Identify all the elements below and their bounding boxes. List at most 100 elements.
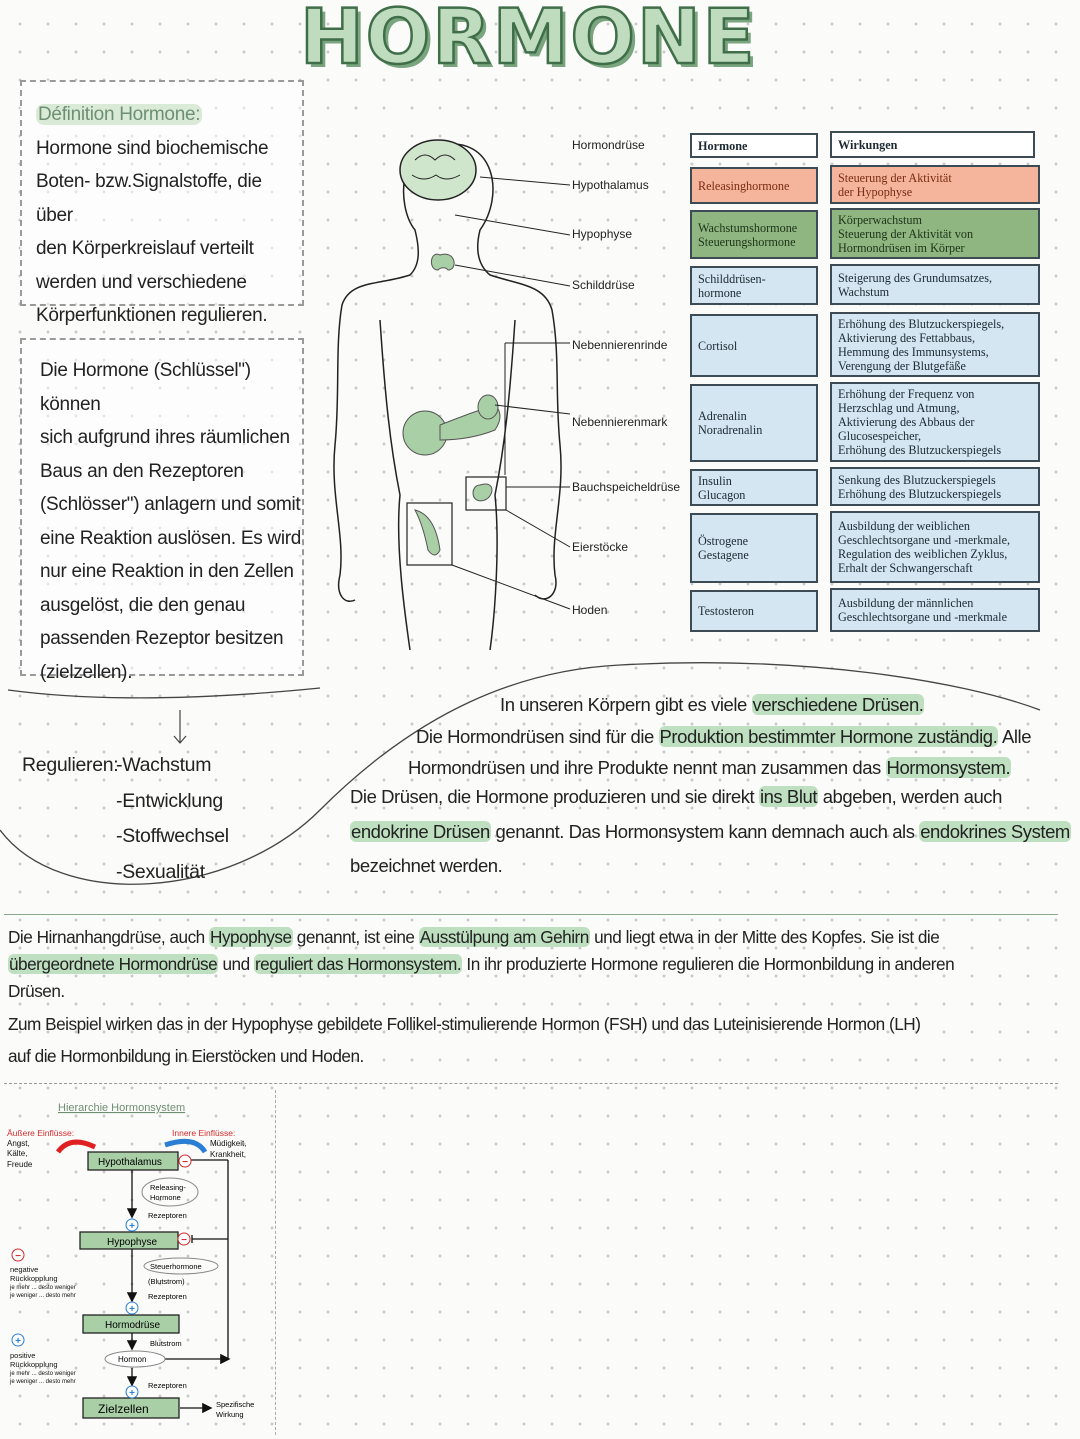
text-line: werden und verschiedene: [36, 271, 247, 293]
text-segment: auf die Hormonbildung in Eierstöcken und…: [8, 1046, 364, 1066]
text-line: nur eine Reaktion in den Zellen: [40, 561, 294, 582]
highlighted-text: übergeordnete Hormondrüse: [8, 954, 219, 974]
regulate-label: Regulieren:: [22, 754, 119, 776]
text-line: eine Reaktion auslösen. Es wird: [40, 527, 302, 549]
hormone-node: Hormon: [118, 1355, 146, 1364]
minus-icon: −: [182, 1157, 188, 1168]
text-segment: genannt. Das Hormonsystem kann demnach a…: [490, 821, 920, 842]
external-item: Freude: [7, 1160, 33, 1169]
positive-feedback-label: je mehr ... desto weniger: [9, 1371, 76, 1377]
minus-icon: −: [181, 1235, 187, 1246]
highlighted-text: Hypophyse: [209, 927, 293, 947]
highlighted-text: Hormonsystem.: [885, 757, 1012, 778]
paragraph-line: übergeordnete Hormondrüse und reguliert …: [8, 954, 955, 975]
effect-cell: Senkung des Blutzuckerspiegels Erhöhung …: [830, 467, 1040, 506]
hormone-cell: Östrogene Gestagene: [690, 513, 818, 583]
page-title: HORMONE: [299, 0, 757, 82]
plus-icon: +: [129, 1304, 135, 1315]
effect-cell: Erhöhung des Blutzuckerspiegels, Aktivie…: [830, 312, 1040, 377]
gland-label: Nebennierenrinde: [572, 337, 668, 352]
testis-icon: [414, 509, 441, 556]
negative-feedback-label: je weniger ... desto mehr: [9, 1293, 76, 1299]
thyroid-icon: [431, 253, 455, 271]
external-arrow-icon: [55, 1139, 97, 1154]
external-item: Kälte,: [7, 1149, 27, 1158]
plus-icon: +: [129, 1221, 135, 1232]
gland-label: Hoden: [572, 603, 608, 617]
gland-label: Bauchspeicheldrüse: [572, 479, 681, 494]
text-line: ausgelöst, die den genau: [40, 594, 246, 616]
paragraph-line: Drüsen.: [8, 981, 65, 1002]
effect-cell: Erhöhung der Frequenz von Herzschlag und…: [830, 382, 1040, 462]
node-gland: Hormodrüse: [105, 1320, 160, 1331]
effect-cell: Steuerung der Aktivität der Hypophyse: [830, 165, 1040, 204]
text-line: Hormone sind biochemische: [36, 137, 269, 159]
paragraph-line: endokrine Drüsen genannt. Das Hormonsyst…: [350, 821, 1071, 843]
text-line: den Körperkreislauf verteilt: [36, 238, 254, 259]
releasing-hormones-label: Hormone: [150, 1193, 181, 1202]
text-line: -Stoffwechsel: [116, 825, 229, 847]
highlighted-text: reguliert das Hormonsystem.: [253, 954, 463, 974]
internal-arrow-icon: [164, 1138, 208, 1154]
negative-feedback-label: negative: [10, 1265, 38, 1274]
paragraph-line: Zum Beispiel wirken das in der Hypophyse…: [8, 1014, 921, 1035]
body-diagram: [333, 139, 571, 650]
node-target-cells: Zielzellen: [98, 1402, 149, 1416]
negative-feedback-label: je mehr ... desto weniger: [9, 1285, 76, 1291]
text-line: -Entwicklung: [116, 789, 223, 812]
paragraph-line: Die Hormondrüsen sind für die Produktion…: [416, 726, 1031, 748]
text-line: (Schlösser") anlagern und somit: [40, 494, 301, 515]
negative-feedback-icon: −: [15, 1251, 21, 1262]
dashed-divider-vertical: [275, 1090, 276, 1435]
text-segment: In ihr produzierte Hormone regulieren di…: [462, 954, 955, 974]
text-segment: und liegt etwa in der Mitte des Kopfes. …: [589, 927, 940, 947]
hormone-cell: Schilddrüsen- hormone: [690, 266, 818, 305]
text-segment: Die Hirnanhangdrüse, auch: [8, 927, 210, 947]
internal-item: Müdigkeit,: [210, 1139, 246, 1148]
specific-effect-label: Spezifische: [216, 1400, 254, 1409]
specific-effect-label: Wirkung: [216, 1410, 244, 1419]
receptors-label: Rezeptoren: [148, 1292, 187, 1301]
key-lock-text: Die Hormone (Schlüssel") können sich aufg…: [40, 354, 302, 689]
ovary-icon: [472, 483, 493, 502]
effect-cell: Steigerung des Grundumsatzes, Wachstum: [830, 264, 1040, 305]
highlighted-text: verschiedene Drüsen.: [751, 694, 925, 715]
text-segment: Die Hormondrüsen sind für die: [416, 726, 659, 747]
hormone-cell: Insulin Glucagon: [690, 469, 818, 506]
paragraph-line: In unseren Körpern gibt es viele verschi…: [500, 694, 925, 716]
text-line: Die Hormone (Schlüssel") können: [40, 360, 251, 415]
gland-label: Eierstöcke: [572, 540, 629, 554]
external-influences-label: Äußere Einflüsse:: [7, 1128, 74, 1138]
text-line: -Wachstum: [116, 754, 212, 776]
highlighted-text: endokrine Drüsen: [350, 821, 491, 842]
receptors-label: Rezeptoren: [148, 1211, 187, 1220]
highlighted-text: Produktion bestimmter Hormone zuständig.: [658, 726, 999, 747]
regulate-list: -Wachstum-Entwicklung-Stoffwechsel-Sexua…: [116, 748, 229, 890]
internal-item: Krankheit,: [210, 1150, 246, 1159]
gland-label: Schilddrüse: [572, 277, 635, 292]
regulate-section: Regulieren: -Wachstum -Entwicklung -Stoffw…: [22, 748, 229, 883]
text-segment: bezeichnet werden.: [350, 855, 503, 876]
gland-label: Hypophyse: [572, 226, 633, 241]
bloodstream-paren-label: (Blutstrom): [148, 1277, 185, 1286]
text-segment: Alle: [998, 726, 1032, 747]
key-lock-box: Die Hormone (Schlüssel") können sich aufg…: [20, 338, 304, 683]
hormone-cell: Releasinghormone: [690, 167, 818, 204]
text-segment: Hormondrüsen und ihre Produkte nennt man…: [408, 757, 886, 778]
column-header-effects: Wirkungen: [830, 131, 1035, 158]
gland-label: Nebennierenmark: [572, 415, 668, 429]
dashed-divider: [4, 1083, 1058, 1084]
positive-feedback-icon: +: [15, 1336, 21, 1347]
hormone-cell: Testosteron: [690, 590, 818, 632]
effect-cell: Körperwachstum Steuerung der Aktivität v…: [830, 208, 1040, 259]
text-line: sich aufgrund ihres räumlichen: [40, 427, 290, 448]
column-header-gland: Hormondrüse: [572, 138, 645, 152]
releasing-hormones-label: Releasing-: [150, 1183, 186, 1192]
text-line: Körperfunktionen regulieren.: [36, 305, 268, 326]
text-line: Boten- bzw.Signalstoffe, die über: [36, 171, 262, 226]
hormone-cell: Adrenalin Noradrenalin: [690, 384, 818, 462]
negative-feedback-label: Rückkopplung: [10, 1274, 58, 1283]
definition-box: Définition Hormone: Hormone sind biochem…: [20, 80, 304, 326]
control-hormones-label: Steuerhormone: [150, 1262, 202, 1271]
